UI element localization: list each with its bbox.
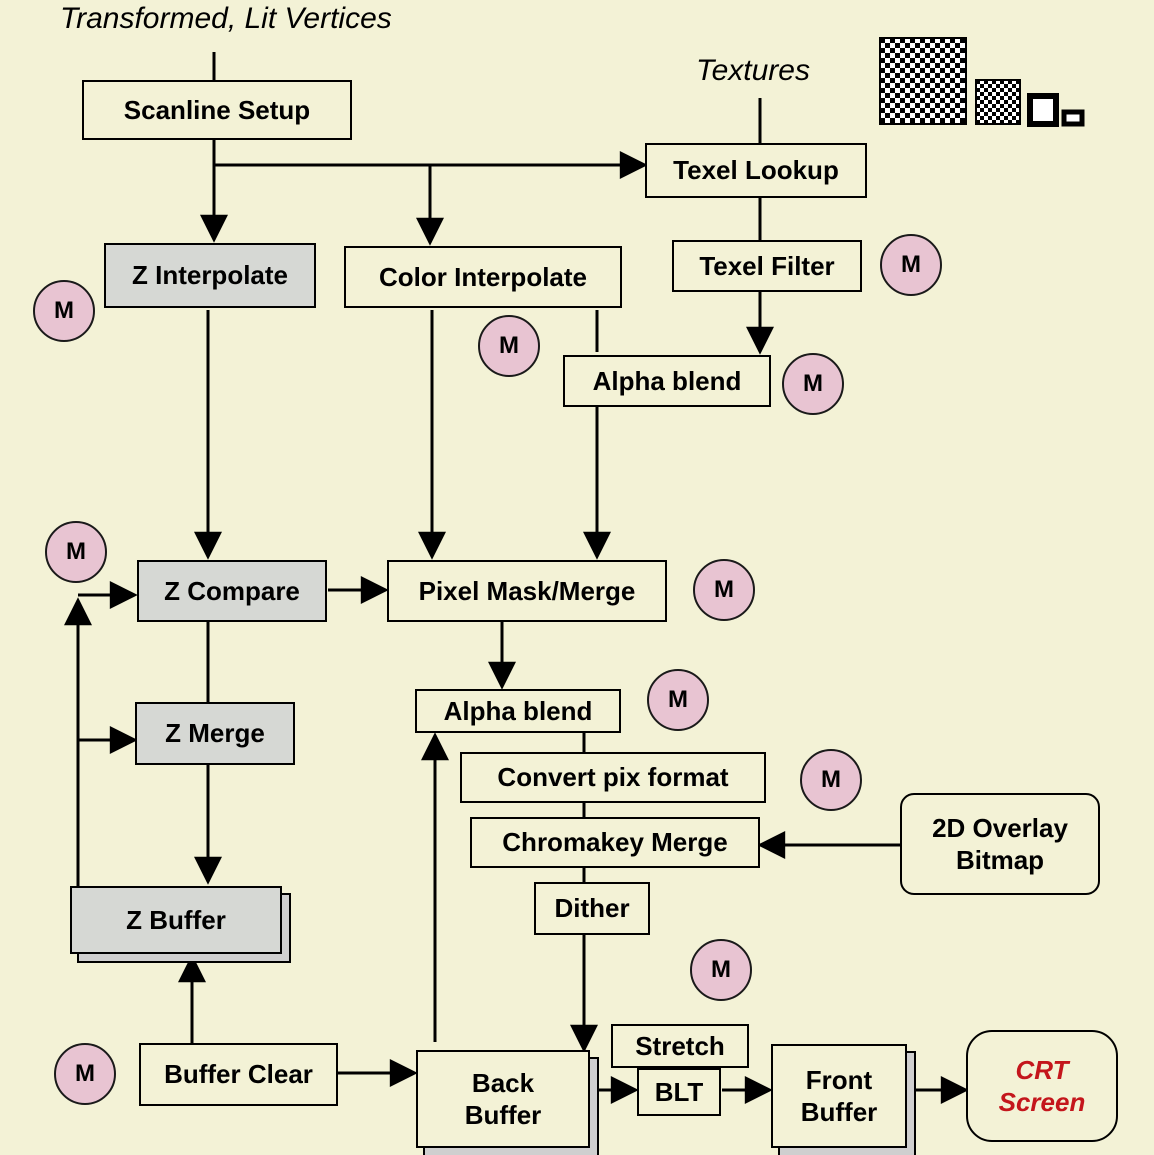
input-vertices-label: Transformed, Lit Vertices [60, 2, 392, 35]
m-badge: M [647, 669, 709, 731]
z-merge-box: Z Merge [135, 702, 295, 765]
dither-box: Dither [534, 882, 650, 935]
chromakey-merge-box: Chromakey Merge [470, 817, 760, 868]
m-badge: M [33, 280, 95, 342]
m-badge: M [693, 559, 755, 621]
stretch-box: Stretch [611, 1024, 749, 1068]
z-interpolate-box: Z Interpolate [104, 243, 316, 308]
blt-box: BLT [637, 1068, 721, 1116]
alpha-blend-2-box: Alpha blend [415, 689, 621, 733]
overlay-bitmap-box: 2D Overlay Bitmap [900, 793, 1100, 895]
m-badge: M [800, 749, 862, 811]
texel-lookup-box: Texel Lookup [645, 143, 867, 198]
m-badge: M [690, 939, 752, 1001]
texel-filter-box: Texel Filter [672, 240, 862, 292]
m-badge: M [880, 234, 942, 296]
crt-screen-box: CRT Screen [966, 1030, 1118, 1142]
buffer-clear-box: Buffer Clear [139, 1043, 338, 1106]
z-compare-box: Z Compare [137, 560, 327, 622]
convert-pix-format-box: Convert pix format [460, 752, 766, 803]
m-badge: M [478, 315, 540, 377]
m-badge: M [45, 521, 107, 583]
pixel-mask-merge-box: Pixel Mask/Merge [387, 560, 667, 622]
front-buffer-box: Front Buffer [771, 1044, 907, 1148]
scanline-setup-box: Scanline Setup [82, 80, 352, 140]
z-buffer-box: Z Buffer [70, 886, 282, 954]
m-badge: M [782, 353, 844, 415]
color-interpolate-box: Color Interpolate [344, 246, 622, 308]
textures-label: Textures [696, 54, 810, 87]
alpha-blend-1-box: Alpha blend [563, 355, 771, 407]
m-badge: M [54, 1043, 116, 1105]
back-buffer-box: Back Buffer [416, 1050, 590, 1148]
